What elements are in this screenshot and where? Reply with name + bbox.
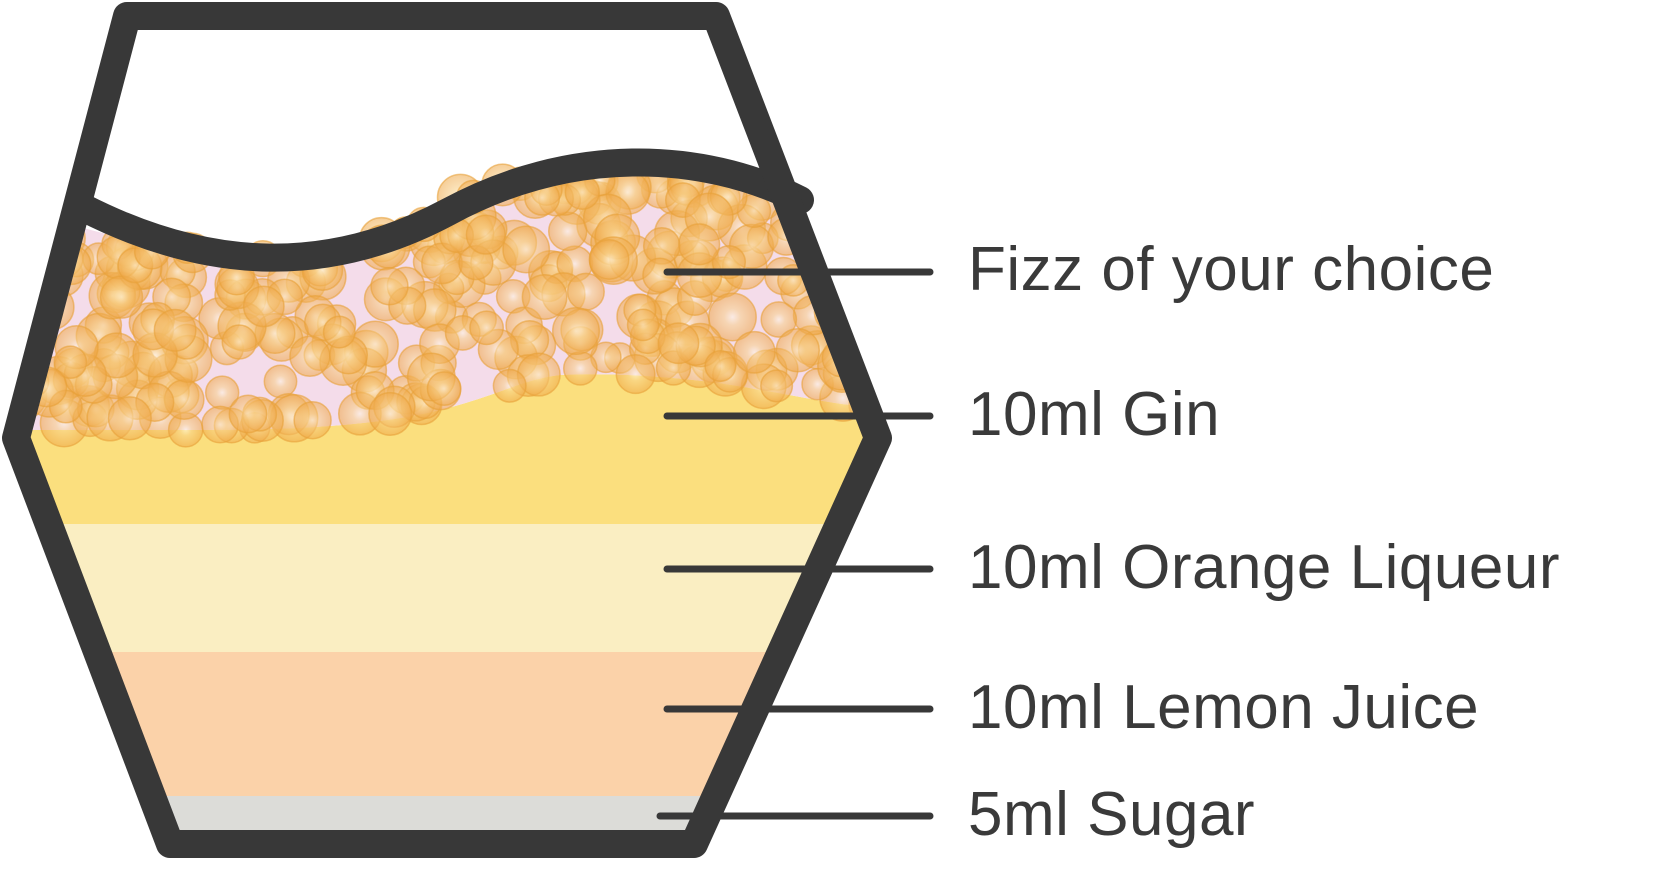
- label-lemon-juice: 10ml Lemon Juice: [968, 673, 1480, 742]
- fizz-bubble: [368, 391, 413, 436]
- fizz-bubble: [521, 274, 568, 320]
- fizz-bubble: [708, 292, 757, 342]
- fizz-bubble: [775, 328, 821, 373]
- fizz-bubble: [615, 354, 656, 395]
- glass-outline: [2, 2, 892, 858]
- label-fizz: Fizz of your choice: [968, 235, 1495, 304]
- fizz-bubble: [863, 316, 878, 353]
- fizz-bubble: [242, 285, 285, 328]
- label-orange-liqueur: 10ml Orange Liqueur: [968, 533, 1560, 602]
- fizz-bubble: [704, 349, 737, 383]
- fizz-bubble: [551, 306, 601, 356]
- fizz-bubble: [53, 345, 88, 380]
- fizz-bubble: [865, 344, 878, 393]
- fizz-bubble: [16, 195, 44, 239]
- fizz-bubble: [263, 364, 298, 399]
- fizz-bubble: [831, 221, 878, 269]
- fizz-bubble: [854, 293, 878, 338]
- fizz-bubble: [821, 206, 867, 252]
- fizz-bubble: [865, 321, 878, 364]
- fizz-bubble: [732, 330, 776, 374]
- fizz-bubble: [657, 322, 700, 365]
- fizz-bubble: [289, 335, 331, 378]
- gin-layer: [16, 374, 878, 524]
- fizz-bubble: [107, 396, 152, 441]
- fizz-bubble: [760, 301, 798, 338]
- fizz-bubble: [469, 310, 505, 346]
- fizz-bubble: [867, 273, 878, 306]
- fizz-bubble: [293, 400, 332, 440]
- label-sugar: 5ml Sugar: [968, 780, 1256, 849]
- fizz-bubble: [492, 368, 527, 403]
- fizz-bubble: [228, 394, 268, 434]
- fizz-bubble: [16, 229, 41, 267]
- orange-liqueur-layer: [16, 522, 878, 652]
- fizz-bubble: [562, 351, 598, 386]
- fizz-bubble: [465, 214, 506, 255]
- liquid-surface-curve: [70, 148, 814, 272]
- fizz-bubble: [848, 287, 878, 321]
- fizz-bubble: [872, 295, 878, 328]
- fizz-bubble: [322, 315, 356, 349]
- fizz-bubble: [426, 371, 462, 407]
- fizz-bubble: [865, 269, 878, 319]
- fizz-bubble: [153, 308, 197, 352]
- fizz-bubble: [870, 278, 878, 317]
- fizz-bubble: [370, 267, 409, 306]
- fizz-bubble: [626, 308, 660, 342]
- fizz-bubble: [221, 324, 257, 360]
- fizz-bubble: [678, 223, 721, 266]
- fizz-bubble: [566, 272, 605, 311]
- fizz-bubble: [760, 369, 794, 403]
- fizz-bubble: [547, 211, 588, 252]
- label-gin: 10ml Gin: [968, 380, 1221, 449]
- fizz-bubble: [588, 239, 630, 280]
- fizz-bubble: [829, 242, 878, 292]
- fizz-bubble: [502, 225, 551, 274]
